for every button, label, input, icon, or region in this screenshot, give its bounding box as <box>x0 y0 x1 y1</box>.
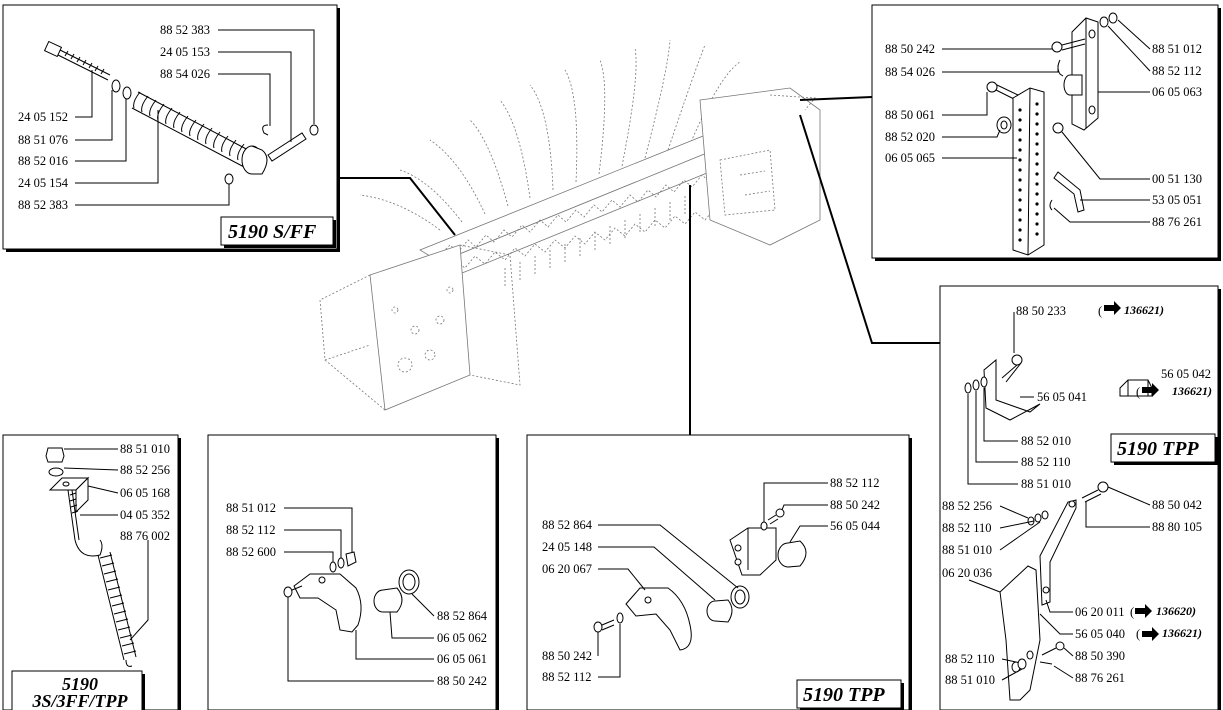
label-88-76-261-rl: 88 76 261 <box>1075 671 1125 685</box>
label-88-52-383-top: 88 52 383 <box>160 23 210 37</box>
ref-136621-b: 136621) <box>1172 384 1212 398</box>
label-88-52-383-bottom: 88 52 383 <box>18 198 68 212</box>
label-88-52-112-bc: 88 52 112 <box>830 476 880 490</box>
label-88-52-112-bc2: 88 52 112 <box>542 670 592 684</box>
label-06-05-168: 06 05 168 <box>120 486 170 500</box>
panel-right-tpp: 88 50 233 ( 136621) 56 05 041 56 05 042 … <box>939 285 1221 710</box>
central-machine-drawing <box>319 39 821 411</box>
ref-136620: 136620) <box>1156 604 1196 618</box>
ref-open-4: ( <box>1136 627 1140 641</box>
label-88-51-010-rl2: 88 51 010 <box>945 673 995 687</box>
panel-5190-sff: 88 52 383 24 05 153 88 54 026 24 05 152 … <box>2 4 340 252</box>
label-88-50-042: 88 50 042 <box>1152 498 1202 512</box>
label-88-52-600: 88 52 600 <box>226 545 276 559</box>
label-88-52-110-rl: 88 52 110 <box>942 521 992 535</box>
ref-open-2: ( <box>1136 385 1140 399</box>
panel-5190-3s3fftpp: 88 51 010 88 52 256 06 05 168 04 05 352 … <box>2 434 181 710</box>
label-56-05-044: 56 05 044 <box>830 519 881 533</box>
label-88-50-233: 88 50 233 <box>1016 304 1066 318</box>
label-88-50-242-bc: 88 50 242 <box>830 498 880 512</box>
label-88-50-390: 88 50 390 <box>1075 649 1125 663</box>
label-06-20-011: 06 20 011 <box>1075 605 1125 619</box>
panel-bottom-mid: 88 51 012 88 52 112 88 52 600 88 52 864 … <box>207 434 499 710</box>
label-88-76-002: 88 76 002 <box>120 529 170 543</box>
label-88-52-256-rl: 88 52 256 <box>942 499 992 513</box>
label-88-50-242-tr: 88 50 242 <box>885 42 935 56</box>
label-88-52-864-bc: 88 52 864 <box>542 518 593 532</box>
panel-title-5190: 5190 <box>62 674 98 694</box>
ref-open-3: ( <box>1130 605 1134 619</box>
label-88-52-010: 88 52 010 <box>1021 434 1071 448</box>
label-88-52-110-rm: 88 52 110 <box>1021 455 1071 469</box>
label-56-05-040: 56 05 040 <box>1075 627 1125 641</box>
label-24-05-148: 24 05 148 <box>542 540 592 554</box>
label-88-52-112-tr: 88 52 112 <box>1152 64 1202 78</box>
label-88-52-020: 88 52 020 <box>885 130 935 144</box>
label-88-52-112-bm: 88 52 112 <box>226 523 276 537</box>
label-88-52-110-rl2: 88 52 110 <box>945 652 995 666</box>
label-88-51-012-bm: 88 51 012 <box>226 501 276 515</box>
label-06-05-061: 06 05 061 <box>437 652 487 666</box>
label-88-50-242-bm: 88 50 242 <box>437 674 487 688</box>
label-00-51-130: 00 51 130 <box>1152 172 1202 186</box>
label-56-05-041: 56 05 041 <box>1037 390 1087 404</box>
label-88-80-105: 88 80 105 <box>1152 520 1202 534</box>
ref-136621-a: 136621) <box>1124 303 1164 317</box>
ref-open-1: ( <box>1098 304 1102 318</box>
label-06-20-067: 06 20 067 <box>542 562 592 576</box>
panel-title-5190-sff: 5190 S/FF <box>228 221 317 243</box>
label-88-51-010-rm: 88 51 010 <box>1021 477 1071 491</box>
label-88-50-242-bc2: 88 50 242 <box>542 649 592 663</box>
label-06-05-063: 06 05 063 <box>1152 85 1202 99</box>
panel-title-5190-tpp-bottom: 5190 TPP <box>803 684 885 706</box>
bolt-part <box>43 40 111 81</box>
label-06-05-065: 06 05 065 <box>885 151 935 165</box>
label-88-52-256-bl: 88 52 256 <box>120 463 170 477</box>
label-88-54-026-tr: 88 54 026 <box>885 65 935 79</box>
label-06-05-062: 06 05 062 <box>437 631 487 645</box>
label-04-05-352: 04 05 352 <box>120 508 170 522</box>
label-53-05-051: 53 05 051 <box>1152 193 1202 207</box>
label-56-05-042: 56 05 042 <box>1161 367 1211 381</box>
panel-top-right: 88 50 242 88 54 026 88 50 061 88 52 020 … <box>871 4 1221 261</box>
label-06-20-036: 06 20 036 <box>942 566 992 580</box>
ref-136621-c: 136621) <box>1162 626 1202 640</box>
panel-bottom-center-tpp: 88 52 112 88 50 242 56 05 044 88 52 864 … <box>526 434 912 710</box>
label-88-51-012-tr: 88 51 012 <box>1152 42 1202 56</box>
label-88-51-010-bl: 88 51 010 <box>120 442 170 456</box>
label-88-52-864-bm: 88 52 864 <box>437 609 488 623</box>
label-88-51-076: 88 51 076 <box>18 133 68 147</box>
label-24-05-154: 24 05 154 <box>18 176 69 190</box>
connector-lines <box>340 96 940 435</box>
label-88-54-026: 88 54 026 <box>160 67 210 81</box>
label-24-05-152: 24 05 152 <box>18 110 68 124</box>
label-24-05-153: 24 05 153 <box>160 45 210 59</box>
label-88-50-061: 88 50 061 <box>885 108 935 122</box>
label-88-52-016: 88 52 016 <box>18 154 68 168</box>
label-88-51-010-rl: 88 51 010 <box>942 543 992 557</box>
label-88-76-261-tr: 88 76 261 <box>1152 215 1202 229</box>
panel-title-3s3fftpp: 3S/3FF/TPP <box>31 691 128 710</box>
panel-title-5190-tpp-right: 5190 TPP <box>1117 438 1199 460</box>
